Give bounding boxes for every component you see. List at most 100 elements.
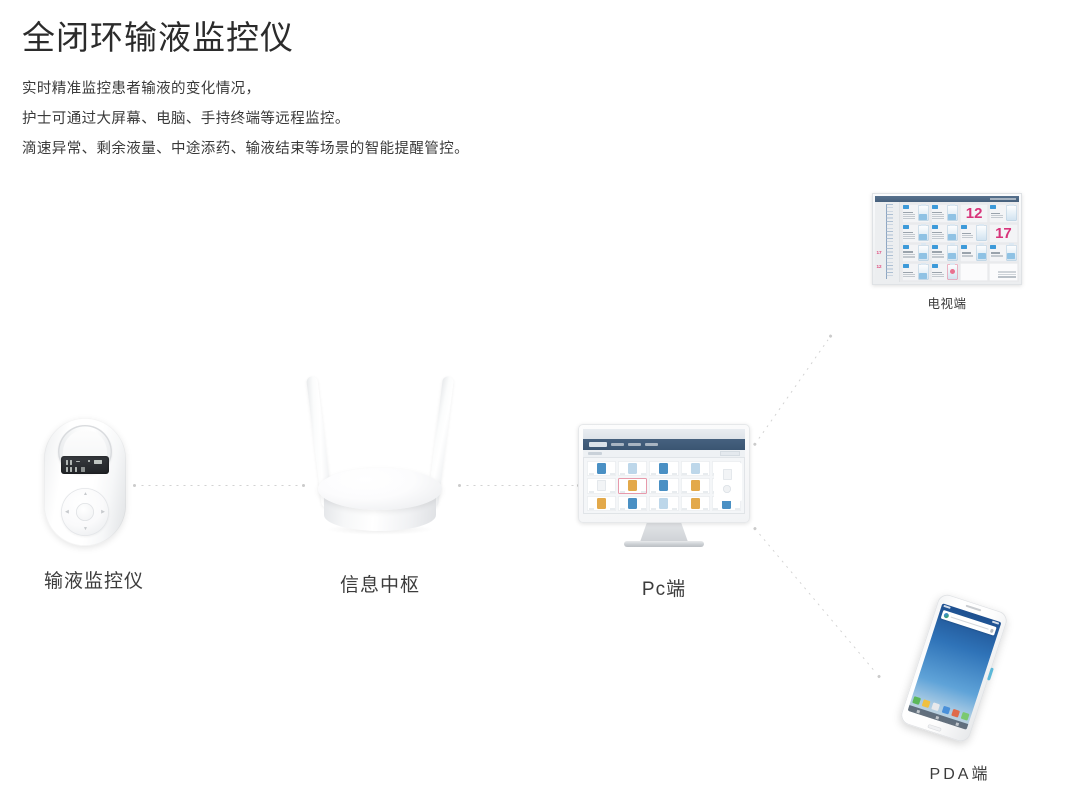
node-information-hub[interactable]: 信息中枢 — [300, 372, 460, 596]
patient-cell[interactable] — [930, 203, 959, 223]
bed-tag-icon — [961, 244, 968, 249]
bed-tag-icon — [931, 264, 938, 269]
bed-card[interactable] — [587, 478, 617, 494]
microphone-icon[interactable] — [989, 628, 995, 633]
dashboard-navbar — [583, 439, 745, 450]
tv-legend — [997, 271, 1016, 279]
monitor-screen-content — [583, 429, 745, 514]
iv-bottle-icon — [917, 223, 929, 242]
recents-button-icon[interactable] — [955, 721, 960, 726]
connector-endpoint-dot — [828, 334, 833, 339]
patient-cell[interactable] — [960, 243, 989, 262]
page-title: 全闭环输液监控仪 — [22, 19, 294, 56]
iv-bottle-icon — [946, 223, 958, 242]
tv-header-bar — [875, 196, 1019, 202]
connector-endpoint-dot — [133, 484, 137, 488]
node-pda-terminal[interactable]: PDA端 — [898, 592, 1020, 783]
iv-bottle-icon — [1005, 203, 1017, 221]
bed-card-alert[interactable] — [618, 478, 648, 494]
search-logo-icon — [943, 612, 950, 619]
node-label-pda-terminal: PDA端 — [929, 766, 991, 783]
patient-cell[interactable] — [901, 223, 930, 243]
tv-screen-content: 17 12 — [875, 196, 1019, 282]
subbar-filter-button[interactable] — [720, 451, 740, 456]
tv-wall-display-icon: 17 12 — [872, 193, 1022, 285]
connector-endpoint-dot — [752, 526, 758, 532]
legend-cell — [989, 263, 1018, 282]
bed-card[interactable] — [649, 495, 679, 511]
router-device-icon — [300, 372, 460, 552]
description-block: 实时精准监控患者输液的变化情况， 护士可通过大屏幕、电脑、手持终端等远程监控。 … — [22, 74, 722, 164]
bed-tag-icon — [902, 264, 909, 269]
connector-pc-to-pda — [752, 526, 882, 679]
patient-cell[interactable] — [930, 262, 959, 282]
bed-card[interactable] — [680, 461, 710, 477]
patient-cell[interactable] — [989, 243, 1018, 262]
navbar-item[interactable] — [645, 443, 658, 446]
pad-left-arrow-icon[interactable]: ◀ — [65, 509, 69, 515]
description-line: 滴速异常、剩余液量、中途添药、输液结束等场景的智能提醒管控。 — [22, 141, 469, 157]
app-icon[interactable] — [950, 708, 960, 718]
subbar-breadcrumb — [588, 451, 602, 456]
patient-cell[interactable] — [901, 243, 930, 262]
iv-bottle-icon — [1005, 243, 1017, 261]
tv-body: 17 12 — [875, 202, 1019, 282]
app-icon[interactable] — [960, 711, 970, 721]
navbar-item[interactable] — [611, 443, 624, 446]
iv-bottle-icon — [976, 243, 988, 261]
monitor-lcd-display — [61, 456, 109, 474]
node-infusion-monitor[interactable]: ▲ ▼ ◀ ▶ 输液监控仪 — [44, 418, 143, 592]
bed-card[interactable] — [618, 461, 648, 477]
app-icon[interactable] — [921, 699, 931, 709]
patient-cell[interactable] — [901, 203, 930, 223]
bed-card[interactable] — [680, 478, 710, 494]
node-pc-terminal[interactable]: Pc端 — [578, 424, 750, 600]
pad-down-arrow-icon[interactable]: ▼ — [83, 526, 88, 532]
pad-up-arrow-icon[interactable]: ▲ — [83, 491, 88, 497]
tv-patient-grid: 12 — [900, 202, 1019, 282]
bed-card[interactable] — [587, 461, 617, 477]
pda-earpiece-speaker — [965, 604, 982, 612]
pda-screen-content — [907, 603, 1002, 730]
alert-count-display: 17 — [989, 223, 1018, 243]
connector-dotted-line — [757, 531, 877, 674]
alert-count-display: 12 — [960, 203, 989, 223]
patient-cell[interactable] — [930, 223, 959, 243]
bed-tag-icon — [931, 224, 938, 229]
iv-bottle-icon — [946, 243, 958, 261]
connector-monitor-to-hub — [133, 484, 305, 488]
bed-tag-icon — [902, 224, 909, 229]
monitor-stand-neck — [640, 523, 688, 542]
patient-cell[interactable] — [989, 203, 1018, 223]
patient-cell[interactable] — [930, 243, 959, 262]
bed-card[interactable] — [649, 461, 679, 477]
pda-home-key[interactable] — [927, 723, 942, 732]
pda-side-button[interactable] — [986, 667, 994, 681]
empty-cell — [960, 263, 989, 282]
connector-endpoint-dot — [752, 441, 758, 447]
connector-endpoint-dot — [876, 674, 882, 679]
node-tv-terminal[interactable]: 17 12 — [872, 193, 1022, 311]
bed-card[interactable] — [618, 495, 648, 511]
pad-right-arrow-icon[interactable]: ▶ — [101, 509, 105, 515]
bed-card[interactable] — [680, 495, 710, 511]
handheld-pda-icon — [898, 592, 1010, 744]
home-button-icon[interactable] — [936, 715, 940, 720]
navbar-item[interactable] — [628, 443, 641, 446]
connector-dotted-line — [757, 339, 829, 441]
patient-cell[interactable] — [960, 223, 989, 243]
patient-cell[interactable] — [901, 262, 930, 282]
bed-tag-icon — [902, 244, 909, 249]
monitor-directional-pad[interactable]: ▲ ▼ ◀ ▶ — [61, 488, 109, 536]
bed-card[interactable] — [587, 495, 617, 511]
iv-bottle-icon — [917, 243, 929, 261]
bed-tag-icon — [990, 204, 997, 209]
bed-card[interactable] — [649, 478, 679, 494]
iv-bottle-icon — [917, 262, 929, 281]
pad-center-button[interactable] — [76, 503, 94, 521]
sidebar-number: 17 — [876, 250, 882, 255]
app-icon[interactable] — [941, 705, 951, 715]
app-icon[interactable] — [931, 702, 941, 712]
back-button-icon[interactable] — [916, 709, 921, 713]
app-icon[interactable] — [912, 696, 922, 705]
